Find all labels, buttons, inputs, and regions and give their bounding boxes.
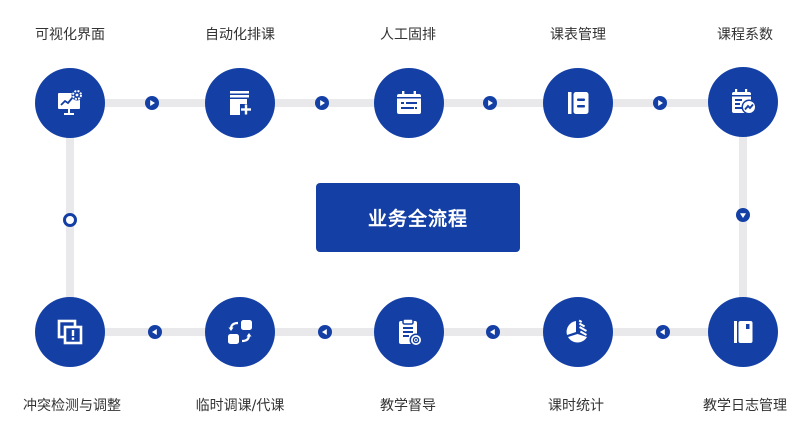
step-course-coefficient[interactable]	[708, 67, 778, 137]
schedule-book-icon	[568, 92, 589, 114]
notebook-icon	[734, 321, 753, 343]
clipboard-eye-icon	[399, 318, 423, 347]
step-temporary-adjust-substitute[interactable]	[205, 297, 275, 367]
step-label-temporary-adjust-substitute: 临时调课/代课	[195, 398, 285, 414]
calendar-add-icon	[230, 91, 252, 116]
step-timetable-management[interactable]	[543, 68, 613, 138]
step-label-visual-interface: 可视化界面	[35, 27, 105, 43]
arrow-right-icon	[145, 96, 159, 110]
calendar-list-icon	[397, 91, 421, 114]
step-label-manual-fixed: 人工固排	[380, 27, 436, 43]
step-auto-scheduling[interactable]	[205, 68, 275, 138]
arrow-left-icon	[148, 325, 162, 339]
pie-chart-icon	[566, 319, 587, 343]
swap-blocks-icon	[228, 320, 252, 344]
arrow-right-icon	[653, 96, 667, 110]
arrow-left-icon	[486, 325, 500, 339]
business-full-process-title: 业务全流程	[316, 183, 520, 252]
step-label-class-hour-statistics: 课时统计	[548, 398, 604, 414]
loop-ring-icon	[63, 213, 77, 227]
step-label-course-coefficient: 课程系数	[717, 27, 773, 43]
step-conflict-detection[interactable]	[35, 297, 105, 367]
overlap-alert-icon	[57, 319, 83, 345]
step-label-teaching-log-management: 教学日志管理	[703, 398, 787, 414]
step-class-hour-statistics[interactable]	[543, 297, 613, 367]
step-label-auto-scheduling: 自动化排课	[205, 27, 275, 43]
step-visual-interface[interactable]	[35, 68, 105, 138]
step-label-timetable-management: 课表管理	[550, 27, 606, 43]
monitor-chart-gear-icon	[58, 89, 83, 115]
arrow-down-icon	[736, 208, 750, 222]
step-manual-fixed[interactable]	[374, 68, 444, 138]
arrow-left-icon	[318, 325, 332, 339]
step-teaching-supervision[interactable]	[374, 297, 444, 367]
arrow-right-icon	[483, 96, 497, 110]
step-teaching-log-management[interactable]	[708, 297, 778, 367]
arrow-left-icon	[656, 325, 670, 339]
calendar-trend-icon	[732, 89, 757, 115]
step-label-teaching-supervision: 教学督导	[380, 398, 436, 414]
step-label-conflict-detection: 冲突检测与调整	[23, 398, 121, 414]
arrow-right-icon	[315, 96, 329, 110]
